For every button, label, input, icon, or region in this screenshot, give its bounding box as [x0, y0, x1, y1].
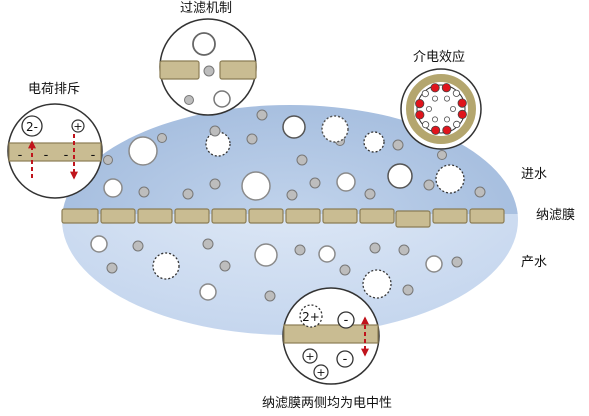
dielectric-ion	[415, 110, 425, 120]
dielectric-inner-ion	[443, 116, 450, 123]
dielectric-ion	[421, 121, 430, 129]
surface-charge-3: -	[64, 148, 69, 163]
product-water-zone	[62, 214, 518, 335]
filtration-mechanism-label: 过滤机制	[180, 1, 233, 16]
dielectric-ion	[430, 83, 440, 93]
feed-water-label: 进水	[521, 167, 548, 182]
dielectric-ion	[453, 120, 461, 129]
dielectric-ion	[421, 90, 429, 98]
electroneutrality-inset: 2+ - - + +	[282, 287, 380, 385]
dielectric-ion	[457, 109, 467, 120]
electroneutrality-label: 纳滤膜两侧均为电中性	[262, 396, 393, 411]
feed-side-ions	[103, 109, 486, 201]
product-side-ions	[90, 235, 463, 302]
dielectric-ion	[457, 98, 467, 108]
monovalent-cation-symbol-1: +	[305, 350, 314, 363]
divalent-anion-symbol: 2-	[26, 120, 38, 134]
dielectric-inner-ion	[431, 116, 438, 123]
monovalent-cation-symbol-2: +	[316, 366, 325, 379]
divalent-cation-symbol: 2+	[302, 310, 320, 324]
dielectric-ion	[430, 125, 441, 135]
surface-charge-2: -	[44, 148, 49, 163]
dielectric-effect-inset	[400, 68, 482, 150]
dielectric-ion	[415, 99, 425, 109]
filtration-mechanism-inset	[159, 18, 257, 116]
dielectric-effect-label: 介电效应	[413, 50, 466, 65]
surface-charge-4: -	[91, 148, 96, 163]
dielectric-inner-ion	[425, 106, 432, 113]
product-water-label: 产水	[521, 255, 548, 270]
membrane-label: 纳滤膜	[536, 208, 576, 223]
dielectric-inner-ion	[449, 106, 456, 113]
charge-repulsion-label: 电荷排斥	[28, 82, 81, 97]
dielectric-ion	[441, 83, 451, 93]
monovalent-anion-symbol-1: -	[344, 313, 349, 328]
monovalent-cation-symbol: +	[73, 120, 82, 133]
charge-repulsion-inset: 2- + - - - -	[7, 103, 103, 199]
dielectric-ion	[442, 125, 452, 135]
dielectric-inner-ion	[443, 95, 450, 102]
dielectric-inner-ion	[431, 95, 438, 102]
monovalent-anion-symbol-2: -	[343, 352, 348, 367]
surface-charge-1: -	[18, 148, 23, 163]
dielectric-ion	[452, 89, 460, 97]
nanofiltration-membrane	[61, 208, 505, 228]
